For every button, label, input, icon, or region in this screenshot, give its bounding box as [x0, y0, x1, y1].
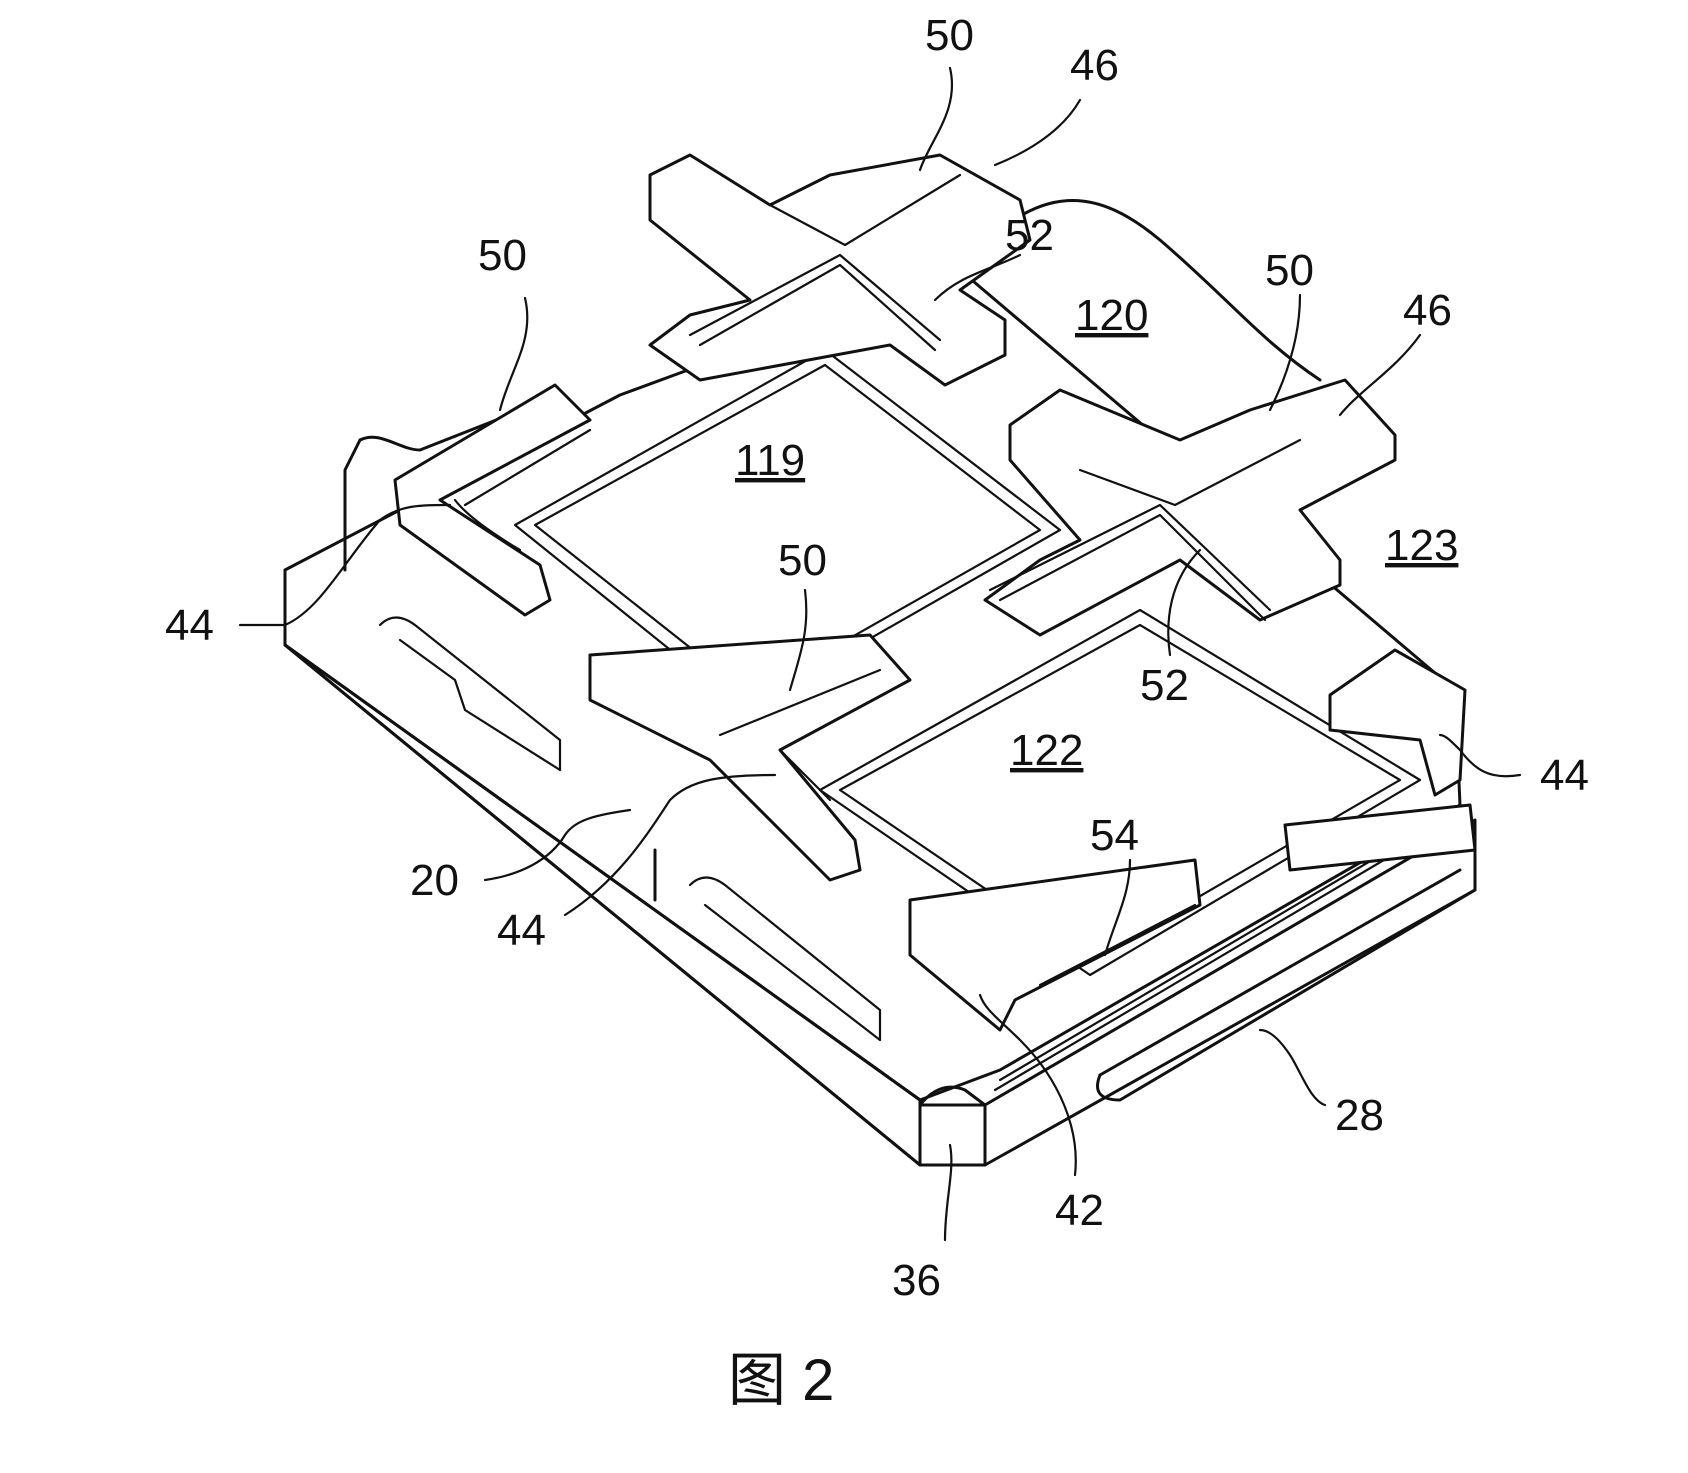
rib-left-back	[393, 383, 592, 617]
cross-rib-right	[983, 378, 1397, 637]
label-123: 123	[1385, 521, 1458, 570]
label-44-right: 44	[1540, 751, 1589, 800]
rib-front	[908, 858, 1202, 1032]
label-50-mid: 50	[778, 536, 827, 585]
label-28: 28	[1335, 1091, 1384, 1140]
label-50-left: 50	[478, 231, 527, 280]
label-54: 54	[1090, 811, 1139, 860]
rib-right-front	[1283, 648, 1477, 872]
label-20: 20	[410, 856, 459, 905]
cross-rib-top	[648, 153, 1032, 387]
label-52-mid: 52	[1140, 661, 1189, 710]
label-50-top: 50	[925, 11, 974, 60]
label-44-left: 44	[165, 601, 214, 650]
label-50-right: 50	[1265, 246, 1314, 295]
label-52-top: 52	[1005, 211, 1054, 260]
label-46-right: 46	[1403, 286, 1452, 335]
leader-lines	[238, 66, 1522, 1242]
rib-middle	[588, 633, 912, 882]
label-36: 36	[892, 1256, 941, 1305]
label-44-mid: 44	[497, 906, 546, 955]
label-120: 120	[1075, 291, 1148, 340]
label-46-top: 46	[1070, 41, 1119, 90]
figure-caption: 图 2	[728, 1348, 834, 1413]
reference-labels: 50 46 52 120 50 50 46 119 123 44 50 52 1…	[165, 11, 1589, 1305]
label-119: 119	[735, 436, 805, 485]
label-42: 42	[1055, 1186, 1104, 1235]
label-122: 122	[1010, 726, 1083, 775]
